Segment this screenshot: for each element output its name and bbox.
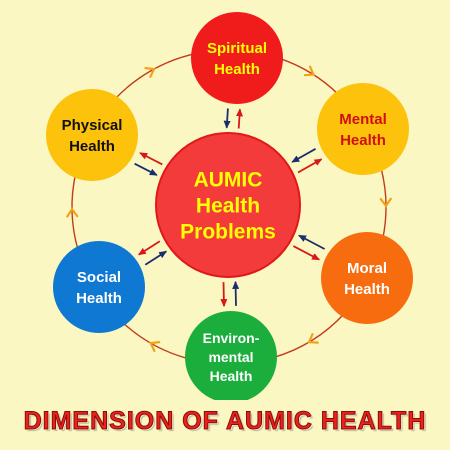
label-line: mental: [208, 349, 253, 365]
label-line: Health: [344, 281, 390, 298]
diagram-title: DIMENSION OF AUMIC HEALTH: [23, 407, 427, 436]
cycle-arc: [380, 166, 387, 240]
environmental-circle: [185, 311, 277, 400]
cycle-arc: [113, 53, 196, 100]
arrow-inward-spiritual: [223, 108, 231, 129]
arrow-inward-environmental: [232, 280, 240, 306]
cycle-arrowhead: [66, 207, 79, 218]
cycle-arrowhead: [149, 341, 161, 353]
cycle-arc: [121, 321, 190, 360]
cycle-arrowhead: [307, 333, 319, 344]
label-line: Health: [210, 368, 253, 384]
label-line: AUMIC: [194, 169, 263, 192]
label-line: Mental: [339, 111, 387, 128]
cycle-arc: [278, 57, 340, 96]
arrow-inward-mental: [291, 148, 317, 163]
label-line: Spiritual: [207, 40, 267, 57]
arrow-inward-physical: [134, 162, 158, 176]
label-line: Health: [196, 195, 260, 218]
cycle-arc: [71, 173, 79, 251]
label-line: Health: [69, 138, 115, 155]
label-line: Environ-: [203, 330, 260, 346]
cycle-arrowhead: [379, 197, 392, 208]
arrow-outward-mental: [297, 158, 323, 174]
arrow-outward-spiritual: [235, 108, 243, 129]
center-circle: [155, 132, 301, 278]
arrow-inward-moral: [298, 234, 326, 250]
aumic-health-diagram: AUMICHealthProblemsSpiritualHealthMental…: [46, 12, 413, 400]
arrow-outward-physical: [139, 152, 163, 166]
cycle-arrowhead: [144, 67, 156, 78]
label-line: Moral: [347, 260, 387, 277]
arrow-outward-moral: [292, 245, 320, 261]
arrow-inward-social: [144, 250, 168, 266]
physical-circle: [46, 89, 138, 181]
cycle-arrowhead: [303, 65, 316, 77]
spiritual-circle: [191, 12, 283, 104]
label-line: Social: [77, 269, 121, 286]
label-line: Physical: [62, 117, 123, 134]
label-line: Health: [76, 290, 122, 307]
label-line: Health: [214, 61, 260, 78]
spoke-arrows: [134, 108, 326, 308]
arrow-outward-social: [137, 240, 161, 256]
social-circle: [53, 241, 145, 333]
outer-cycle: [66, 53, 392, 360]
mental-circle: [317, 83, 409, 175]
arrow-outward-environmental: [220, 282, 228, 308]
moral-circle: [321, 232, 413, 324]
label-line: Problems: [180, 221, 276, 244]
cycle-arc: [272, 313, 345, 359]
label-line: Health: [340, 132, 386, 149]
